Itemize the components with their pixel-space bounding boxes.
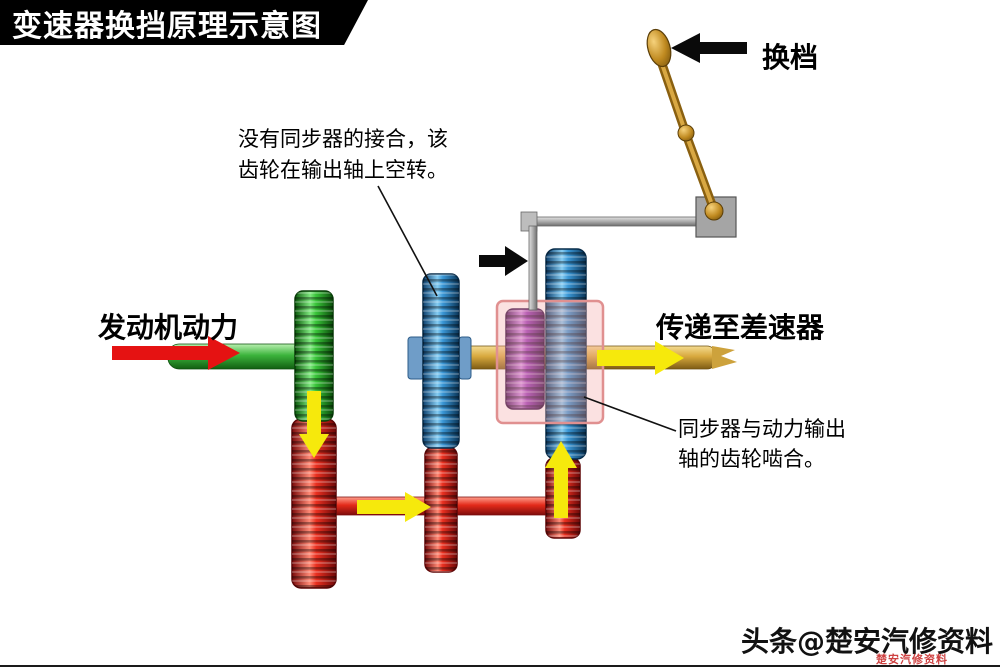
- annotation-idle-line2: 齿轮在输出轴上空转。: [238, 158, 448, 182]
- annotation-idle-gear: 没有同步器的接合，该 齿轮在输出轴上空转。: [238, 124, 448, 186]
- lever-joint-ball: [677, 124, 695, 142]
- leader-line-idle: [377, 185, 438, 297]
- leader-line-sync: [583, 396, 677, 432]
- watermark: 头条@楚安汽修资料: [741, 625, 994, 658]
- engine-power-label: 发动机动力: [98, 311, 239, 344]
- annotation-idle-line1: 没有同步器的接合，该: [238, 127, 448, 151]
- engine-input-arrow: [112, 336, 240, 370]
- to-differential-label: 传递至差速器: [656, 311, 825, 344]
- gear-mesh-down-arrow: [299, 391, 329, 458]
- lever-pivot-ball: [704, 201, 724, 221]
- output-shaft-collar-right: [458, 336, 472, 380]
- engaged-gear-up-arrow: [545, 441, 577, 518]
- title-banner: 变速器换挡原理示意图: [0, 0, 368, 45]
- shift-lever: [646, 28, 724, 221]
- output-shaft-collar-left: [407, 336, 425, 380]
- page-title: 变速器换挡原理示意图: [12, 8, 322, 44]
- shift-knob: [646, 28, 672, 68]
- output-shaft-break: [712, 346, 737, 369]
- watermark-stamp: 楚安汽修资料: [876, 653, 948, 666]
- shift-fork: [528, 225, 538, 311]
- bottom-border: [0, 665, 1000, 667]
- annotation-synchronizer: 同步器与动力输出 轴的齿轮啮合。: [678, 414, 846, 474]
- shift-knob-arrow: [671, 33, 747, 63]
- synchronizer-hub: [505, 308, 545, 410]
- input-gear: [294, 290, 334, 422]
- shift-label: 换档: [762, 41, 819, 74]
- annotation-sync-line2: 轴的齿轮啮合。: [678, 447, 825, 471]
- counter-gear-1: [291, 418, 337, 589]
- counter-gear-2: [424, 446, 458, 573]
- selector-rod: [529, 216, 699, 227]
- sync-highlight-box: [495, 299, 605, 425]
- idler-gear: [422, 273, 460, 449]
- fork-push-arrow: [479, 246, 528, 276]
- output-flow-arrow: [597, 341, 684, 375]
- annotation-sync-line1: 同步器与动力输出: [678, 417, 846, 441]
- countershaft-flow-arrow: [357, 492, 431, 522]
